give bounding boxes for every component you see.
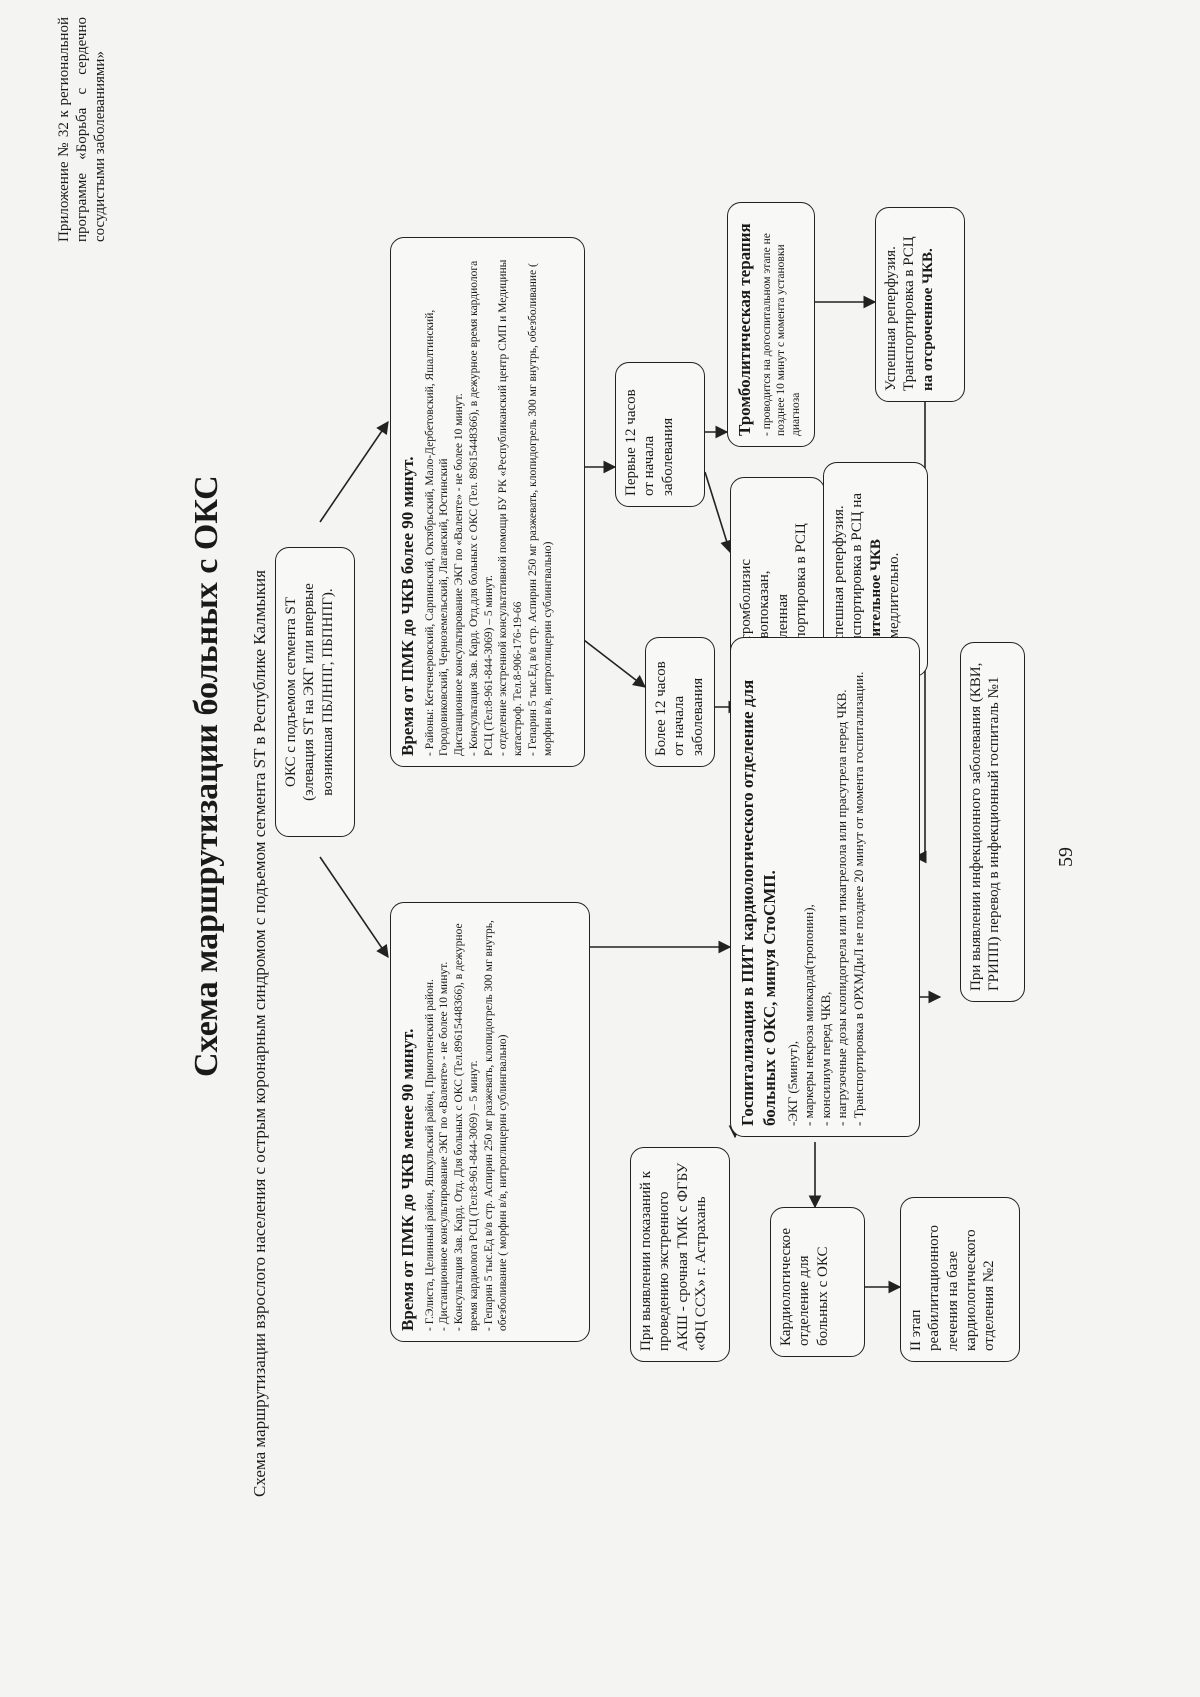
arrow-oks-to-left <box>319 856 389 959</box>
arrow-first12-to-contra <box>704 471 733 554</box>
hosp-line1: - маркеры некроза миокарда(тропонин), <box>801 904 817 1126</box>
left-heading: Время от ПМК до ЧКВ менее 90 минут. <box>398 1028 417 1331</box>
hosp-line3: - нагрузочные дозы клопидогрела или тика… <box>834 689 850 1126</box>
right-line3: - Консультация Зав. Кард. Отд.для больны… <box>467 260 495 756</box>
first12-text: Первые 12 часов от начала заболевания <box>623 389 676 496</box>
node-thrombolytic-therapy: Тромболитическая терапия - проводится на… <box>727 202 815 447</box>
node-hospitalization-pit: Госпитализация в ПИТ кардиологического о… <box>730 637 920 1137</box>
node-infection-transfer: При выявлении инфекционного заболевания … <box>960 642 1025 1002</box>
rehab-text: II этап реабилитационного лечения на баз… <box>908 1225 998 1351</box>
right-heading: Время от ПМК до ЧКВ более 90 минут. <box>398 456 417 756</box>
node-pmk-more-90: Время от ПМК до ЧКВ более 90 минут. - Ра… <box>390 237 585 767</box>
node-oks-st: ОКС с подъемом сегмента ST (элевация ST … <box>275 547 355 837</box>
more12-text: Более 12 часов от начала заболевания <box>653 661 706 756</box>
success-line1: Успешная реперфузия. Транспортировка в Р… <box>883 236 918 391</box>
hosp-line4: - Транспортировка в ОРХМДиЛ не позднее 2… <box>851 671 866 1126</box>
thrombo-heading: Тромболитическая терапия <box>735 223 754 436</box>
hosp-heading: Госпитализация в ПИТ кардиологического о… <box>738 679 779 1126</box>
hosp-line0: -ЭКГ (5минут), <box>784 1040 800 1126</box>
left-line4: - Гепарин 5 тыс.Ед в/в стр. Аспирин 250 … <box>482 920 510 1331</box>
success-bold: на отсроченное ЧКВ. <box>919 248 936 391</box>
right-line4: - отделение экстренной консультативной п… <box>497 259 525 756</box>
node-rehabilitation-stage-2: II этап реабилитационного лечения на баз… <box>900 1197 1020 1362</box>
oks-line1: ОКС с подъемом сегмента ST <box>283 597 299 787</box>
right-line2: Дистанционное консультирование ЭКГ по «В… <box>453 393 466 756</box>
node-more-12h: Более 12 часов от начала заболевания <box>645 637 715 767</box>
node-pmk-less-90: Время от ПМК до ЧКВ менее 90 минут. - Г.… <box>390 902 590 1342</box>
page-number: 59 <box>1055 847 1077 867</box>
node-emergency-cabg: При выявлении показаний к проведению экс… <box>630 1147 730 1362</box>
right-line1: - Районы: Кетченеровский, Сарпинский, Ок… <box>423 309 451 756</box>
aksh-text: При выявлении показаний к проведению экс… <box>638 1162 709 1351</box>
cardio-text: Кардиологическое отделение для больных с… <box>778 1228 831 1346</box>
node-successful-reperfusion: Успешная реперфузия. Транспортировка в Р… <box>875 207 965 402</box>
node-first-12h: Первые 12 часов от начала заболевания <box>615 362 705 507</box>
right-line5: - Гепарин 5 тыс.Ед в/в стр. Аспирин 250 … <box>526 263 554 756</box>
arrow-oks-to-right <box>319 420 389 523</box>
left-line2: - Дистанционное консультирование ЭКГ по … <box>438 961 451 1331</box>
arrow-right-to-more12 <box>579 636 647 688</box>
left-line3: - Консультация Зав. Кард. Отд. Для больн… <box>453 923 480 1331</box>
oks-line2: (элевация ST на ЭКГ или впервые возникша… <box>301 583 336 801</box>
hosp-line2: - консилиум перед ЧКВ, <box>817 991 833 1126</box>
left-line1: - Г.Элиста, Целинный район, Яшкульский р… <box>423 979 436 1331</box>
infect-text: При выявлении инфекционного заболевания … <box>968 662 1003 991</box>
thrombo-text: - проводится на догоспитальном этапе не … <box>760 233 803 436</box>
node-cardiology-department: Кардиологическое отделение для больных с… <box>770 1207 865 1357</box>
